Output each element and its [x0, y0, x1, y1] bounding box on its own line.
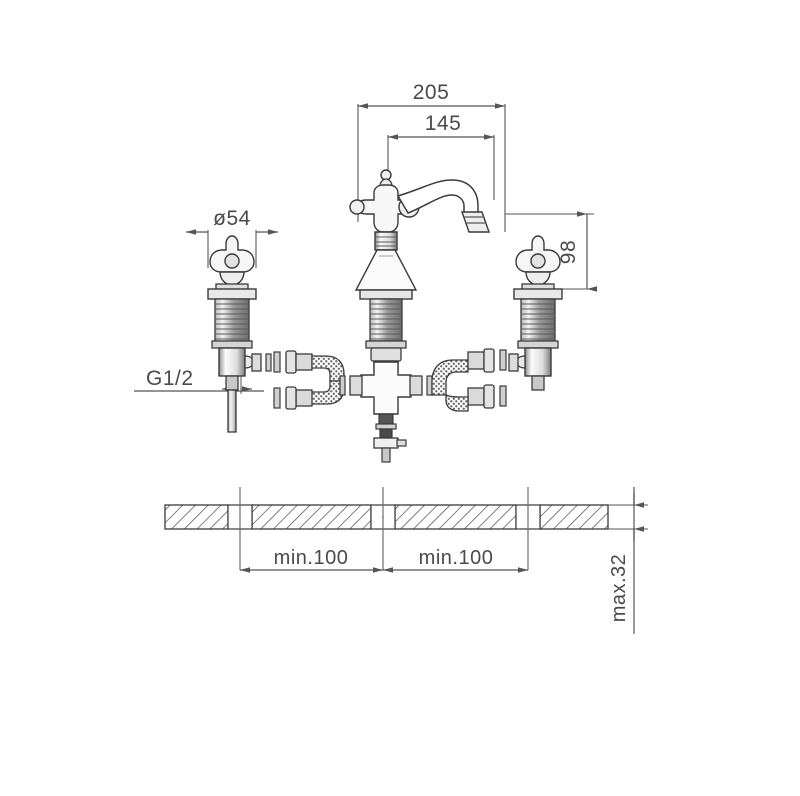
right-escutcheon: [513, 288, 563, 300]
dimension-min100-right: min.100: [383, 547, 528, 573]
left-handle-cross: [209, 235, 255, 291]
left-valve-body: [218, 347, 246, 377]
center-cone-base: [354, 249, 418, 291]
right-valve-body: [524, 347, 552, 377]
center-spout-assembly: [349, 169, 490, 362]
spout-aerator: [461, 211, 490, 233]
right-threaded-shank: [520, 298, 556, 344]
countertop-segment: [251, 504, 372, 530]
dimension-max32-label: max.32: [608, 554, 630, 623]
dimension-min100-right-label: min.100: [419, 547, 494, 569]
left-valve-assembly: [207, 235, 272, 433]
left-tailpipe: [227, 389, 237, 433]
dimension-max32: max.32: [608, 487, 648, 634]
dimension-d54-label: ø54: [213, 207, 251, 230]
right-handle-cross: [515, 235, 561, 291]
right-braided-hose: [431, 348, 507, 412]
left-braided-hose: [273, 350, 345, 410]
dimension-min100-left: min.100: [240, 547, 383, 573]
right-valve-assembly: [508, 235, 563, 391]
left-escutcheon: [207, 288, 257, 300]
cross-fitting: [339, 360, 433, 463]
dimension-98: 98: [505, 211, 597, 292]
countertop-segment: [539, 504, 609, 530]
countertop-segment: [394, 504, 517, 530]
countertop-section: [164, 504, 609, 530]
dimension-98-label: 98: [557, 240, 580, 264]
spout-curve: [396, 179, 479, 215]
countertop-segment: [164, 504, 229, 530]
dimension-205-label: 205: [413, 81, 450, 104]
left-threaded-shank: [214, 298, 250, 344]
dimension-min100-left-label: min.100: [274, 547, 349, 569]
dimension-g12-label: G1/2: [146, 367, 194, 390]
dimension-145-label: 145: [425, 112, 462, 135]
dimension-diameter-54: ø54: [186, 207, 278, 268]
center-threaded-shank: [369, 298, 403, 342]
hole-center-lines: [239, 487, 529, 570]
